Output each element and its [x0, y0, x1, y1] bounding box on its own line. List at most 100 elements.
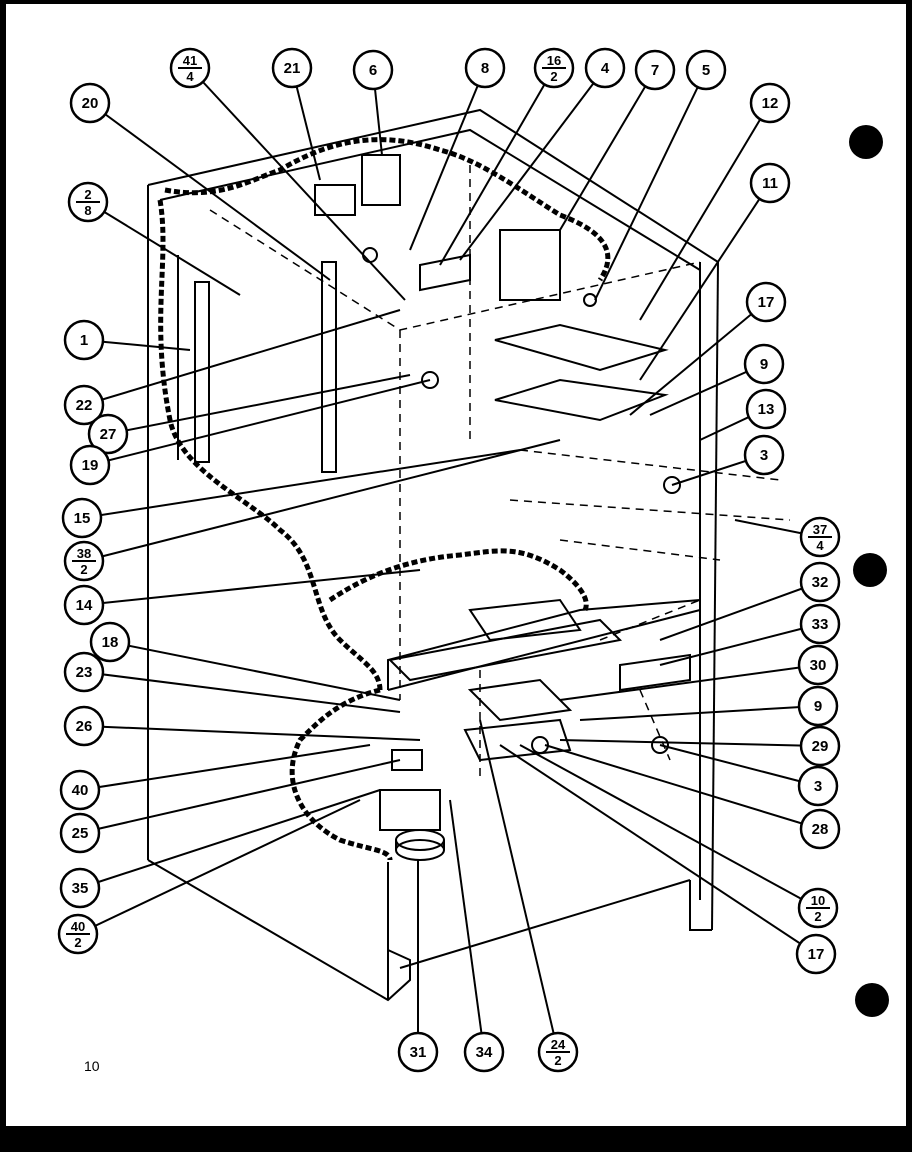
- callout-circle: [63, 384, 105, 426]
- callout-c3b: 3: [797, 765, 839, 807]
- callout-c37: 374: [799, 516, 841, 558]
- callout-number: 4: [601, 60, 610, 77]
- leader-c11: [639, 182, 771, 381]
- callout-number: 1: [80, 332, 88, 349]
- callout-circle: [69, 82, 111, 124]
- leader-c27: [107, 374, 411, 435]
- callout-c25: 25: [59, 812, 101, 854]
- callout-number: 16: [547, 53, 561, 68]
- callout-circle: [352, 49, 394, 91]
- callout-denominator: 2: [74, 935, 81, 950]
- leader-c17b: [499, 744, 817, 955]
- callout-c7: 7: [634, 49, 676, 91]
- callout-number: 15: [74, 510, 91, 527]
- leader-c24: [479, 719, 559, 1053]
- callout-number: 23: [76, 664, 93, 681]
- leader-lines: [77, 67, 821, 1053]
- callout-c14: 14: [63, 584, 105, 626]
- callout-circle: [59, 769, 101, 811]
- callout-number: 3: [814, 778, 822, 795]
- callout-circle: [89, 621, 131, 663]
- binder-hole-bottom: [855, 983, 889, 1017]
- callout-c12: 12: [749, 82, 791, 124]
- callout-circle: [795, 933, 837, 975]
- callout-circle: [69, 444, 111, 486]
- leader-c33: [659, 623, 821, 666]
- callout-number: 41: [183, 53, 197, 68]
- leader-c14: [83, 569, 421, 606]
- callout-denominator: 2: [80, 562, 87, 577]
- binder-hole-middle: [853, 553, 887, 587]
- callout-c41: 414: [169, 47, 211, 89]
- leader-c26: [83, 725, 421, 741]
- callout-circle: [797, 644, 839, 686]
- callout-c4: 4: [584, 47, 626, 89]
- callout-number: 25: [72, 825, 89, 842]
- leader-c40b: [77, 799, 361, 935]
- leader-c25: [79, 759, 401, 834]
- callout-number: 3: [760, 447, 768, 464]
- callout-number: 18: [102, 634, 119, 651]
- callout-c31: 31: [397, 1031, 439, 1073]
- callout-circle: [797, 685, 839, 727]
- callout-denominator: 2: [550, 69, 557, 84]
- callout-number: 35: [72, 880, 89, 897]
- callout-denominator: 4: [186, 69, 194, 84]
- callout-number: 9: [814, 698, 822, 715]
- callout-denominator: 8: [84, 203, 91, 218]
- leader-c17a: [629, 301, 767, 416]
- callout-circle: [799, 561, 841, 603]
- callout-circle: [61, 497, 103, 539]
- callout-number: 34: [476, 1044, 493, 1061]
- leader-c41: [189, 67, 406, 301]
- callout-number: 5: [702, 62, 710, 79]
- callout-denominator: 2: [814, 909, 821, 924]
- leader-c34: [449, 799, 485, 1053]
- callout-c24: 242: [537, 1031, 579, 1073]
- leader-c4: [459, 67, 606, 261]
- callout-c17b: 17: [795, 933, 837, 975]
- leader-c32: [659, 581, 821, 641]
- callout-number: 10: [811, 893, 825, 908]
- callout-c38: 382: [63, 540, 105, 582]
- callout-c35: 35: [59, 867, 101, 909]
- callout-number: 22: [76, 397, 93, 414]
- callout-circle: [63, 705, 105, 747]
- callout-number: 40: [72, 782, 89, 799]
- callout-circle: [463, 1031, 505, 1073]
- callout-circle: [749, 82, 791, 124]
- callout-circle: [63, 584, 105, 626]
- callout-c23: 23: [63, 651, 105, 693]
- callout-circle: [59, 867, 101, 909]
- callout-number: 17: [808, 946, 825, 963]
- callout-number: 28: [812, 821, 829, 838]
- callout-c11: 11: [749, 162, 791, 204]
- callout-c40b: 402: [57, 913, 99, 955]
- callout-number: 27: [100, 426, 117, 443]
- callout-number: 32: [812, 574, 829, 591]
- callout-circle: [87, 413, 129, 455]
- callout-c10: 102: [797, 887, 839, 929]
- callout-c5: 5: [685, 49, 727, 91]
- callout-number: 17: [758, 294, 775, 311]
- callout-c17a: 17: [745, 281, 787, 323]
- callout-number: 37: [813, 522, 827, 537]
- callout-number: 38: [77, 546, 91, 561]
- callout-denominator: 4: [816, 538, 824, 553]
- callout-number: 30: [810, 657, 827, 674]
- callout-circle: [745, 281, 787, 323]
- scan-border: [0, 1126, 912, 1152]
- leader-c12: [639, 102, 771, 321]
- callout-c19: 19: [69, 444, 111, 486]
- leader-c22: [83, 309, 401, 406]
- callout-number: 40: [71, 919, 85, 934]
- callout-c2: 28: [67, 181, 109, 223]
- callout-denominator: 2: [554, 1053, 561, 1068]
- callout-circle: [797, 765, 839, 807]
- leader-c15: [81, 449, 521, 519]
- callout-c3a: 3: [743, 434, 785, 476]
- callout-number: 14: [76, 597, 93, 614]
- leader-c23: [83, 671, 401, 713]
- callout-c20: 20: [69, 82, 111, 124]
